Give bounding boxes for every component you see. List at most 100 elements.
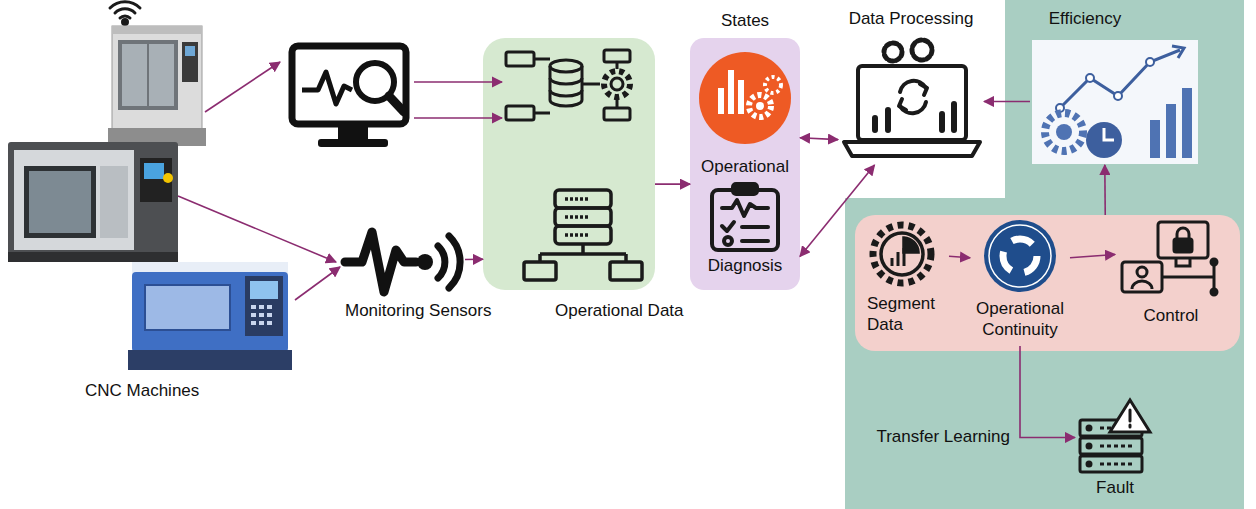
node-label: Segment Data: [867, 293, 949, 335]
data-flow-icon: [550, 66, 582, 106]
data-flow-icon: [506, 50, 630, 120]
data-flow-icon: [611, 78, 623, 90]
control-terminal-icon: [1174, 239, 1192, 252]
cnc-mill-picture: [122, 44, 174, 106]
efficiency-chart-icon: [1086, 122, 1122, 158]
node-label: Operational Continuity: [970, 298, 1070, 340]
laptop-icon: [899, 84, 927, 110]
cnc-machine-picture: [29, 171, 91, 233]
efficiency-node: Efficiency: [1030, 38, 1200, 165]
segment-data-icon: [873, 225, 931, 283]
operational-state-icon: [738, 80, 744, 114]
laptop-icon: [844, 40, 980, 156]
efficiency-chart-icon: [1056, 124, 1072, 140]
diagnosis-clipboard-icon: [742, 225, 768, 229]
segment-data-icon: [904, 238, 918, 252]
node-label: Data Processing: [828, 8, 994, 29]
diagnosis-clipboard-icon: [742, 239, 768, 243]
sensor-wave-icon: [438, 246, 445, 278]
efficiency-chart-icon: [1032, 40, 1198, 164]
sensor-wave-icon: [449, 236, 460, 288]
monitoring-screen-icon: [338, 124, 368, 140]
cnc-lathe-picture: [250, 281, 278, 299]
continuity-cycle-icon: [1003, 239, 1037, 273]
operational-state-icon: [718, 88, 724, 114]
machine-group: CNC Machines: [0, 0, 295, 375]
cnc-lathe-picture: [259, 313, 264, 317]
cnc-lathe-picture: [128, 350, 292, 370]
segment-data-icon: [873, 225, 931, 283]
cnc-lathe-picture: [132, 272, 288, 352]
fault-server-icon: [1087, 462, 1091, 466]
data-panel: Operational Data: [483, 38, 655, 290]
flow-arrow: [295, 267, 340, 300]
diagnosis-clipboard-icon: [722, 200, 768, 216]
data-flow-icon: [506, 52, 534, 66]
monitoring-screen-icon: [318, 139, 388, 147]
monitoring-screen-icon: [302, 72, 352, 104]
fault-server-icon: [1129, 410, 1132, 427]
cnc-lathe-picture: [145, 285, 230, 330]
cnc-lathe-picture: [245, 276, 283, 336]
signal-wire: [178, 62, 502, 262]
cnc-lathe-picture: [267, 313, 272, 317]
cnc-lathe-picture: [251, 321, 256, 325]
data-flow-icon: [604, 108, 630, 120]
database-icon: [524, 190, 642, 280]
wifi-symbol: [110, 2, 140, 18]
cnc-machine-picture: [8, 142, 178, 260]
efficiency-chart-icon: [1146, 58, 1154, 66]
data-flow-icon: [604, 71, 630, 97]
signal-wire: [205, 62, 280, 112]
control-terminal-icon: [1132, 281, 1152, 289]
cnc-machine-picture: [8, 142, 178, 262]
data-flow-icon: [534, 59, 550, 113]
operational-state-icon: [765, 77, 781, 93]
continuity-cycle-icon: [984, 220, 1056, 292]
cnc-mill-picture: [185, 46, 195, 56]
cnc-machine-picture: [163, 173, 173, 183]
efficiency-chart-icon: [1182, 88, 1192, 158]
efficiency-chart-icon: [1032, 40, 1198, 164]
fault-server-icon: [1110, 400, 1150, 432]
cnc-lathe-picture: [259, 305, 264, 309]
cnc-machine-picture: [24, 166, 96, 238]
sensor-wave-icon: [417, 254, 433, 270]
cnc-mill-picture: [108, 26, 206, 146]
cnc-mill-picture: [118, 40, 178, 110]
signal-wire: [414, 81, 502, 83]
efficiency-chart-icon: [1114, 92, 1122, 100]
continuity-node: Operational Continuity: [970, 220, 1070, 346]
sensor-wave-icon: [345, 232, 460, 292]
continuity-cycle-icon: [984, 220, 1056, 292]
group-panel: [483, 38, 655, 290]
control-terminal-icon: [1158, 222, 1208, 258]
fault-server-icon: [1080, 400, 1150, 472]
data-flow-icon: [550, 78, 582, 96]
node-label: Control: [1115, 305, 1227, 326]
fault-server-icon: [1087, 444, 1091, 448]
control-terminal-icon: [1211, 259, 1217, 265]
flow-arrow: [1104, 165, 1106, 215]
monitoring-screen-icon: [389, 96, 404, 112]
group-panel: [855, 215, 1240, 351]
control-terminal-icon: [1122, 222, 1217, 295]
sensor-node: Monitoring Sensors: [340, 222, 465, 297]
diagnosis-clipboard-icon: [722, 222, 734, 231]
cnc-lathe-picture: [251, 305, 272, 325]
control-node: Control: [1115, 220, 1227, 335]
laptop-icon: [912, 40, 932, 60]
efficiency-chart-icon: [1060, 50, 1180, 108]
wifi-symbol: [110, 2, 140, 25]
continuity-panel: Segment Data Operational Continuity Contro…: [855, 215, 1240, 351]
operational-state-icon: [749, 95, 771, 117]
cnc-lathe-picture: [251, 313, 256, 317]
operational-state-icon: [699, 52, 791, 144]
cnc-mill-picture: [112, 26, 202, 34]
efficiency-chart-icon: [1150, 120, 1160, 158]
group-panel: [690, 38, 800, 290]
data-flow-icon: [550, 60, 582, 72]
flow-arrow: [800, 138, 838, 140]
operational-state-icon: [728, 70, 734, 114]
